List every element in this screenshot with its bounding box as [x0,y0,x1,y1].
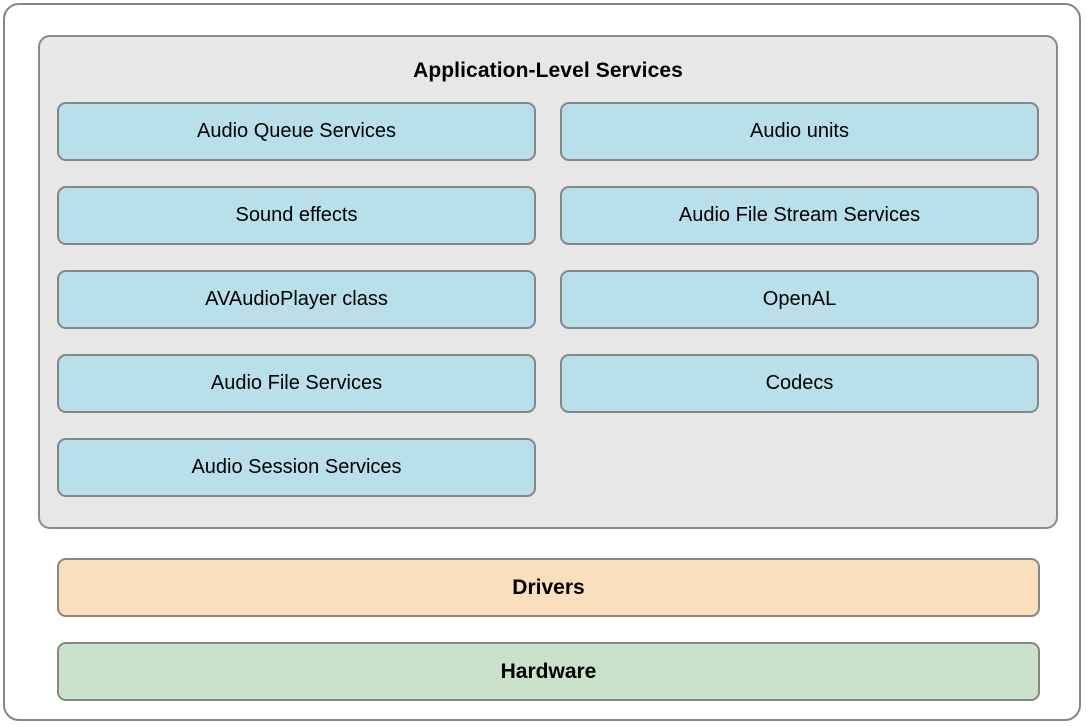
services-right-column: Audio units Audio File Stream Services O… [560,102,1039,413]
service-box-label: Codecs [765,372,834,394]
service-box-label: Sound effects [235,204,358,226]
service-box-label: Audio Queue Services [196,120,396,142]
service-box-label: Audio units [750,120,849,142]
service-box-avaudioplayer-class[interactable]: AVAudioPlayer class [57,270,536,329]
service-box-audio-file-services[interactable]: Audio File Services [57,354,536,413]
service-box-sound-effects[interactable]: Sound effects [57,186,536,245]
service-box-audio-queue-services[interactable]: Audio Queue Services [57,102,536,161]
service-box-audio-file-stream-services[interactable]: Audio File Stream Services [560,186,1039,245]
service-box-audio-units[interactable]: Audio units [560,102,1039,161]
services-grid: Audio Queue Services Sound effects AVAud… [57,102,1039,501]
service-box-label: Audio File Services [210,372,383,394]
layer-bar-label: Drivers [512,575,585,599]
layer-bar-hardware[interactable]: Hardware [57,642,1040,701]
panel-title: Application-Level Services [413,59,683,82]
service-box-label: OpenAL [762,288,837,310]
service-box-openal[interactable]: OpenAL [560,270,1039,329]
outer-frame: Application-Level Services Audio Queue S… [3,3,1081,721]
service-box-label: Audio File Stream Services [678,204,921,226]
services-left-column: Audio Queue Services Sound effects AVAud… [57,102,536,497]
service-box-label: AVAudioPlayer class [205,288,388,310]
layer-bar-drivers[interactable]: Drivers [57,558,1040,617]
service-box-codecs[interactable]: Codecs [560,354,1039,413]
service-box-audio-session-services[interactable]: Audio Session Services [57,438,536,497]
layer-bar-label: Hardware [500,659,597,683]
application-level-services-panel: Application-Level Services Audio Queue S… [38,35,1058,529]
service-box-label: Audio Session Services [191,456,402,478]
